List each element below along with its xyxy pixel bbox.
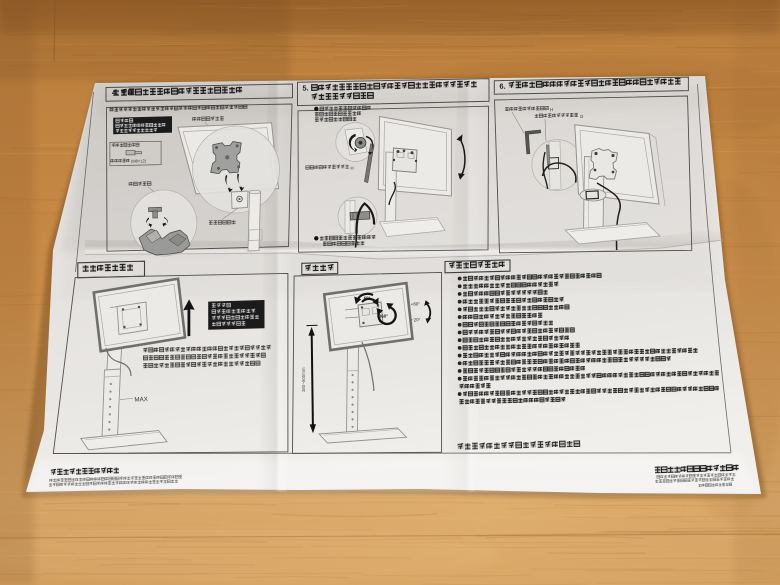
svg-text:H: H [350, 166, 353, 171]
svg-text:−20°: −20° [411, 317, 421, 322]
svg-text:H: H [550, 107, 553, 112]
svg-text:MAX: MAX [134, 396, 148, 403]
svg-text:4.: 4. [112, 88, 118, 97]
svg-text:+60°: +60° [411, 301, 421, 306]
svg-text:G: G [580, 114, 584, 119]
svg-text:6.: 6. [499, 82, 505, 91]
svg-text:360°: 360° [379, 314, 389, 319]
svg-text:5.: 5. [302, 83, 308, 92]
svg-text:380~500mm: 380~500mm [301, 367, 306, 392]
svg-text:60°: 60° [364, 295, 371, 300]
svg-text:(M8×12): (M8×12) [131, 158, 147, 163]
